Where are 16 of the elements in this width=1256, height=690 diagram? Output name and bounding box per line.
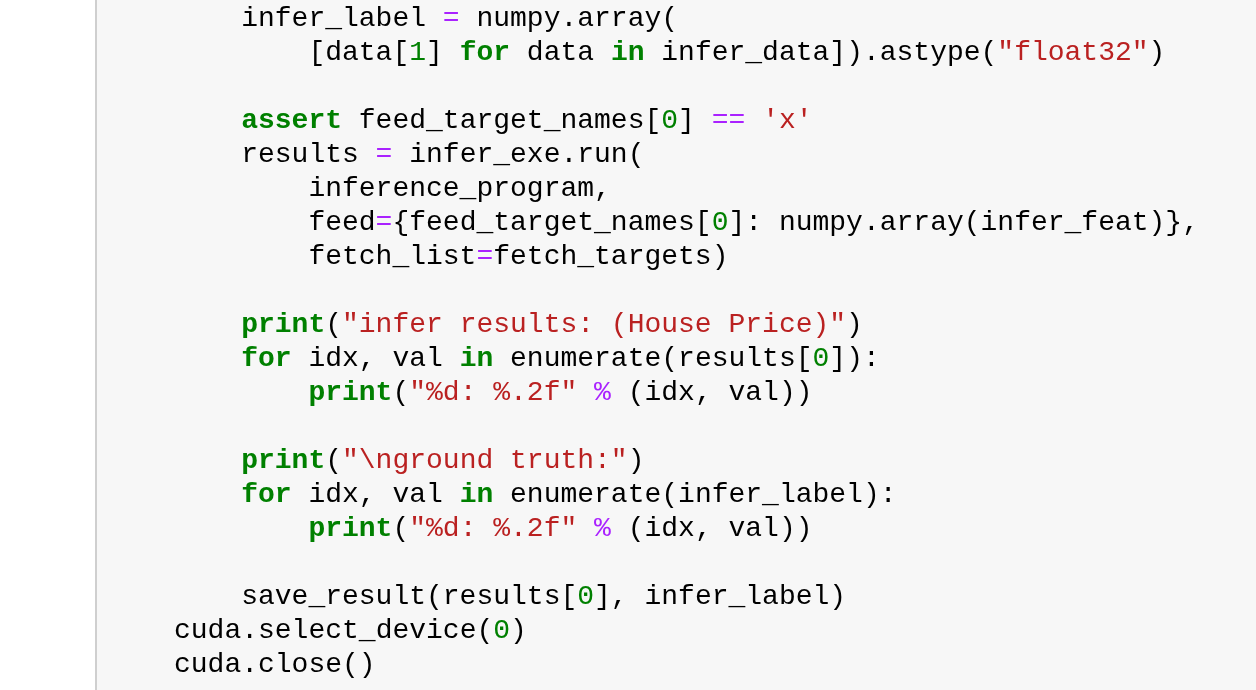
- code-line: cuda.close(): [174, 648, 376, 682]
- code-line: for idx, val in enumerate(results[0]):: [241, 342, 880, 376]
- code-line: save_result(results[0], infer_label): [241, 580, 847, 614]
- code-line: print("infer results: (House Price)"): [241, 308, 863, 342]
- code-line: print("%d: %.2f" % (idx, val)): [308, 376, 813, 410]
- code-line: cuda.select_device(0): [174, 614, 527, 648]
- code-line: infer_label = numpy.array(: [241, 2, 679, 36]
- code-line: results = infer_exe.run(: [241, 138, 645, 172]
- code-line: print("\nground truth:"): [241, 444, 645, 478]
- code-line: inference_program,: [308, 172, 611, 206]
- code-line: print("%d: %.2f" % (idx, val)): [308, 512, 813, 546]
- code-line: for idx, val in enumerate(infer_label):: [241, 478, 897, 512]
- code-line: [data[1] for data in infer_data]).astype("float32"): [308, 36, 1166, 70]
- code-line: fetch_list=fetch_targets): [308, 240, 729, 274]
- code-line: assert feed_target_names[0] == 'x': [241, 104, 813, 138]
- code-line: feed={feed_target_names[0]: numpy.array(infer_feat)},: [308, 206, 1199, 240]
